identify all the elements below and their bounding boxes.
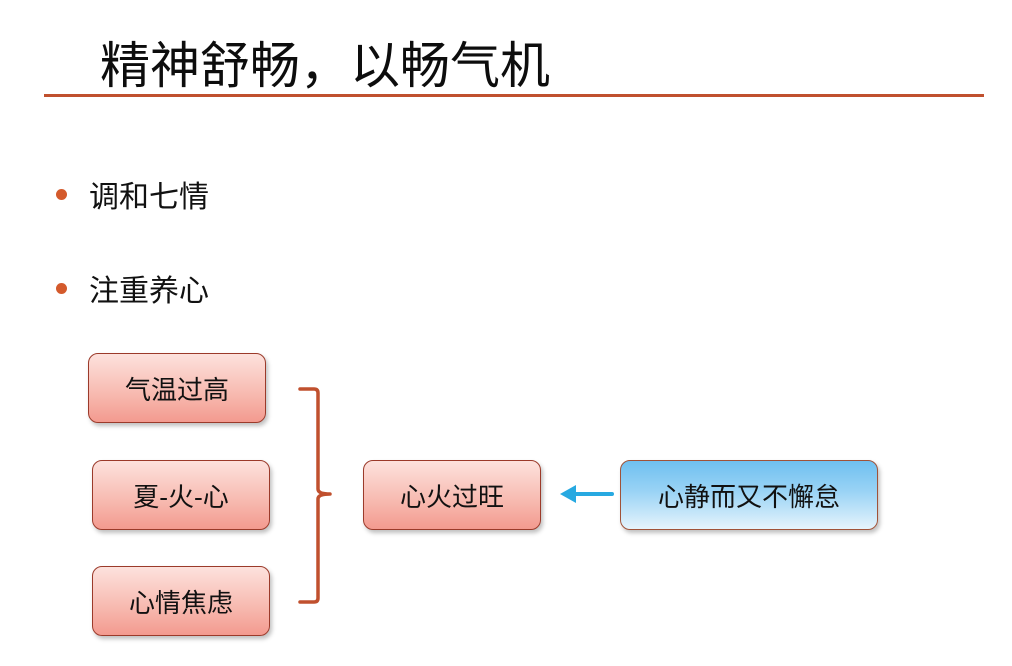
bullet-text: 注重养心 [89, 274, 209, 309]
bracket-connector [298, 387, 332, 604]
result-box-heart-fire: 心火过旺 [363, 460, 541, 530]
bullet-item: 注重养心 [56, 268, 209, 309]
cause-box-temperature: 气温过高 [88, 353, 266, 423]
bullet-dot-icon [56, 188, 67, 200]
cause-box-summer-fire-heart: 夏-火-心 [92, 460, 270, 530]
arrow-left-icon [560, 485, 576, 503]
cause-box-anxiety: 心情焦虑 [92, 566, 270, 636]
bullet-text: 调和七情 [89, 180, 209, 215]
remedy-box-calm-heart: 心静而又不懈怠 [620, 460, 878, 530]
bullet-item: 调和七情 [56, 174, 209, 215]
title-underline [44, 94, 984, 97]
slide-title: 精神舒畅，以畅气机 [100, 37, 550, 95]
bullet-dot-icon [56, 282, 67, 294]
